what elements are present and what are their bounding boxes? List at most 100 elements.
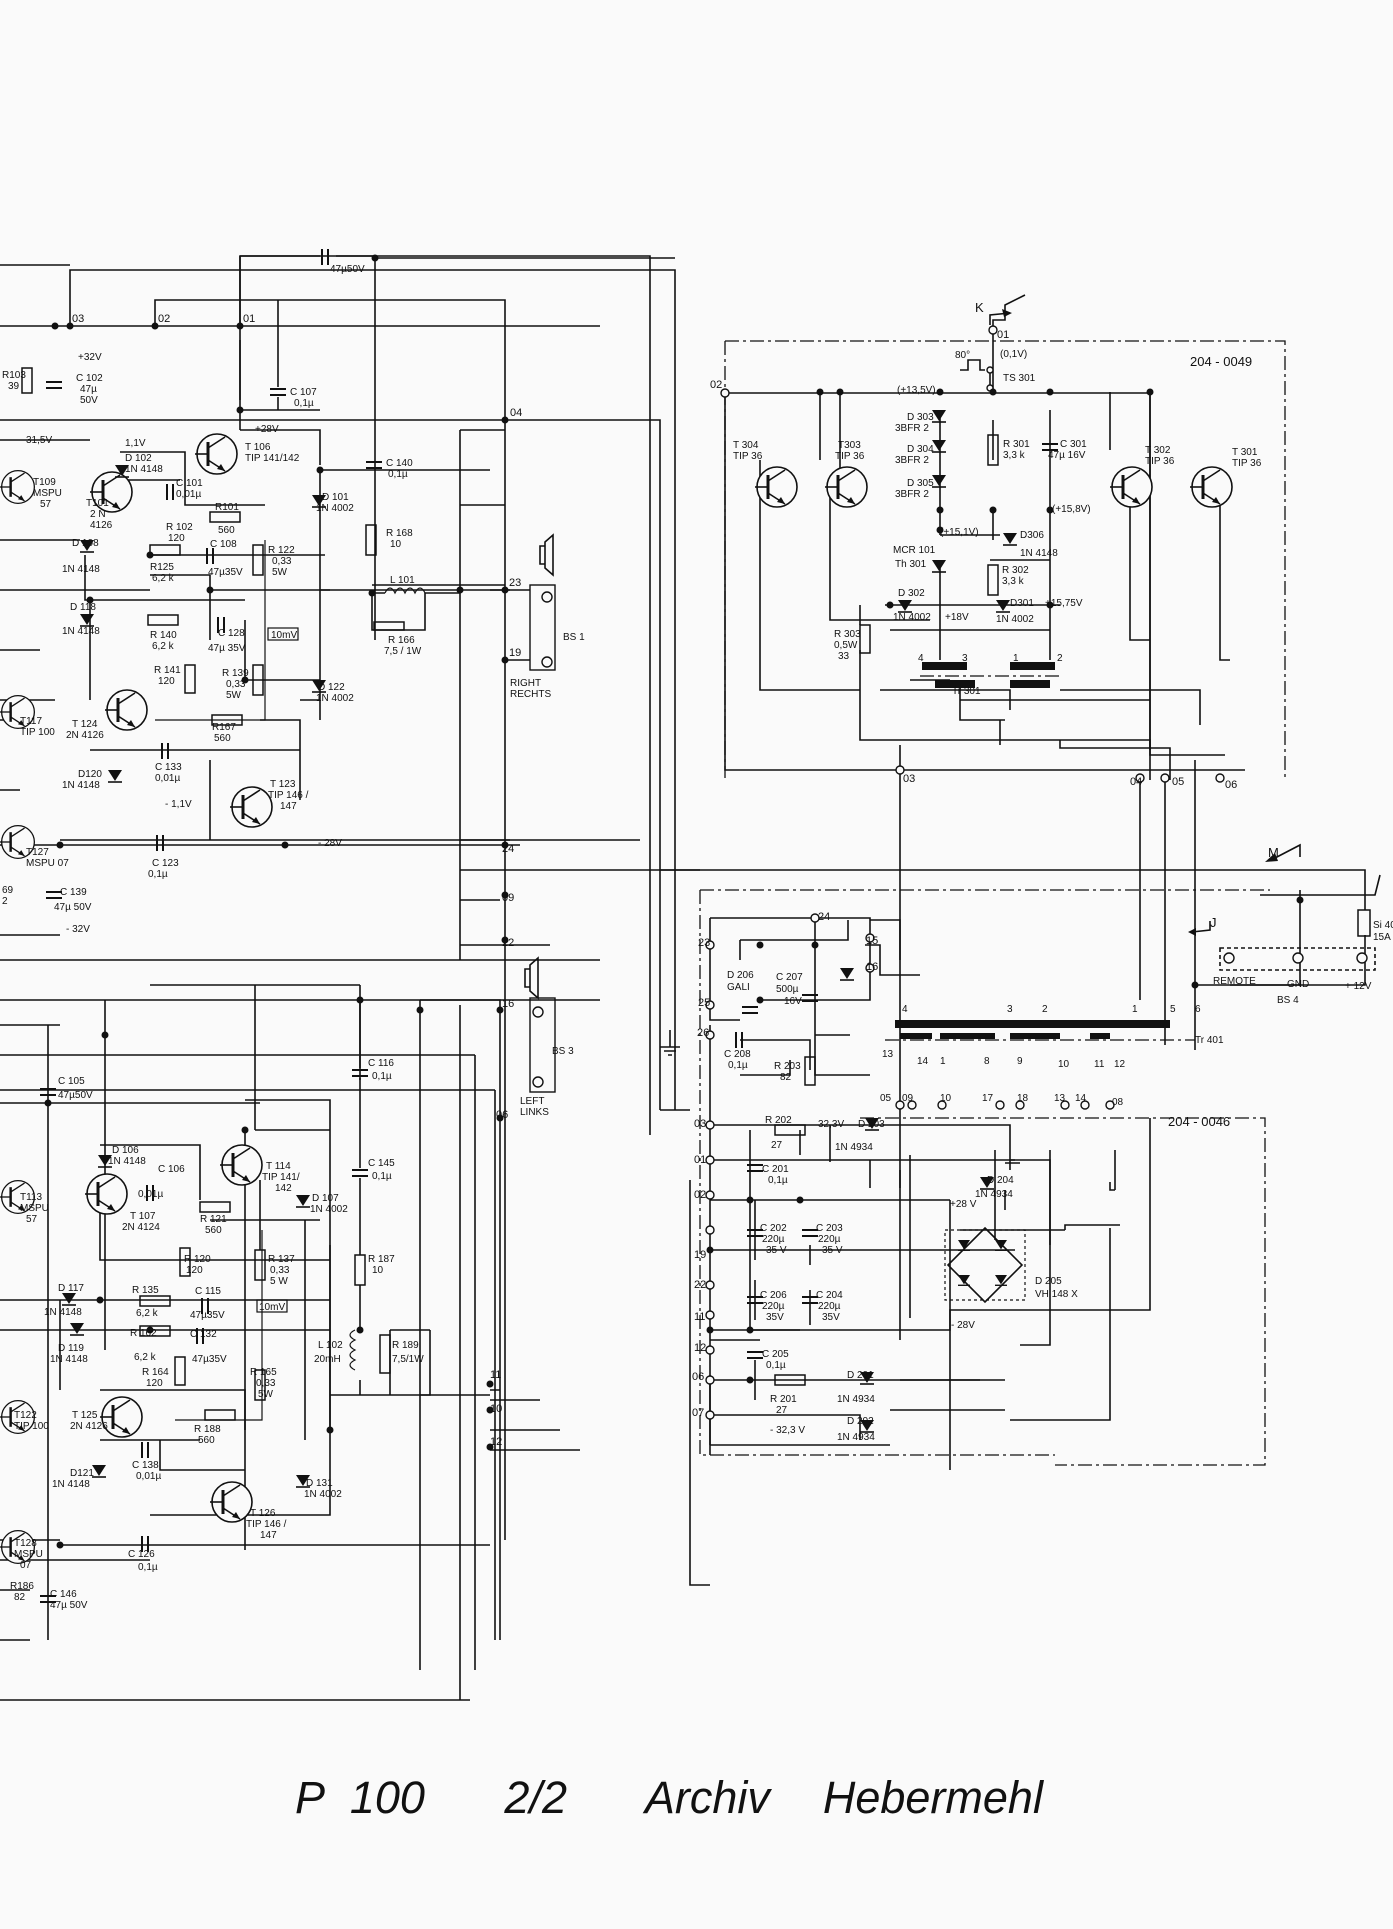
label-plus12v: + 12V <box>1345 981 1372 992</box>
label-j: J <box>1210 915 1217 930</box>
label-80deg: 80° <box>955 350 970 361</box>
label-tr401-mid-12: 12 <box>1114 1059 1126 1070</box>
label-c105: C 105 <box>58 1076 85 1087</box>
label-k: K <box>975 300 984 315</box>
conn-19: 19 <box>509 647 521 659</box>
label-r201: R 201 <box>770 1394 797 1405</box>
label-t124: T 124 <box>72 719 98 730</box>
conn-16: 16 <box>502 998 514 1010</box>
label-plus18v: +18V <box>945 612 969 623</box>
label-c146-value: 47µ 50V <box>50 1600 88 1611</box>
label-t123-num: 147 <box>280 801 297 812</box>
label-c107-value: 0,1µ <box>294 398 314 409</box>
label-c101-value: 0,01µ <box>176 489 201 500</box>
label-32v3: 32,3V <box>818 1119 844 1130</box>
label-d122: D 122 <box>318 682 345 693</box>
label-r137: R 137 <box>268 1254 295 1265</box>
label-r303: R 303 <box>834 629 861 640</box>
label-r186: R186 <box>10 1581 34 1592</box>
label-r101-value: 560 <box>218 525 235 536</box>
label-d117-type: 1N 4148 <box>44 1307 82 1318</box>
conn-p06: 06 <box>1225 779 1237 791</box>
label-d204: D 204 <box>987 1175 1014 1186</box>
label-d206: D 206 <box>727 970 754 981</box>
label-d119: D 119 <box>58 1343 84 1354</box>
label-tr301-pin4: 4 <box>918 653 924 664</box>
label-r203-value: 82 <box>780 1072 792 1083</box>
label-t303-type: TIP 36 <box>835 451 865 462</box>
label-c138-value: 0,01µ <box>136 1471 161 1482</box>
label-r103: R103 <box>2 370 26 381</box>
label-c126-value: 0,1µ <box>138 1562 158 1573</box>
label-c145: C 145 <box>368 1158 395 1169</box>
label-t122-type: TIP 100 <box>14 1421 49 1432</box>
label-tr401-mid-11: 11 <box>1094 1059 1105 1070</box>
label-c201-value: 0,1µ <box>768 1175 788 1186</box>
archive-caption: P 100 2/2 Archiv Hebermehl <box>295 1772 1043 1823</box>
label-r164: R 164 <box>142 1367 169 1378</box>
label-c139: C 139 <box>60 887 87 898</box>
label-c107: C 107 <box>290 387 317 398</box>
label-t301-type: TIP 36 <box>1232 458 1262 469</box>
label-r102-value: 120 <box>168 533 185 544</box>
conn-q25: 25 <box>698 997 710 1009</box>
label-t128-num: 07 <box>20 1560 32 1571</box>
label-r139: R 139 <box>222 668 249 679</box>
label-c201: C 201 <box>762 1164 789 1175</box>
label-d102-type: 1N 4148 <box>125 464 163 475</box>
label-d206-type: GALI <box>727 982 750 993</box>
label-minus28v: - 28V <box>318 838 342 849</box>
label-d106: D 106 <box>112 1145 139 1156</box>
label-t123-type: TIP 146 / <box>268 790 309 801</box>
label-r135-value: 6,2 k <box>136 1308 159 1319</box>
label-pin-13: 13 <box>1054 1093 1066 1104</box>
label-r164-value: 120 <box>146 1378 163 1389</box>
label-pin-05: 05 <box>880 1093 892 1104</box>
label-r302-value: 3,3 k <box>1002 576 1025 587</box>
label-r162-value: 6,2 k <box>134 1352 157 1363</box>
label-r187: R 187 <box>368 1254 395 1265</box>
label-r102: R 102 <box>166 522 193 533</box>
conn-q03: 03 <box>694 1118 706 1130</box>
label-d305: D 305 <box>907 478 934 489</box>
label-t117-type: TIP 100 <box>20 727 55 738</box>
label-d117: D 117 <box>58 1283 84 1294</box>
label-tr301-pin2: 2 <box>1057 653 1063 664</box>
label-t123: T 123 <box>270 779 296 790</box>
label-d101-type: 1N 4002 <box>316 503 354 514</box>
label-c106: C 106 <box>158 1164 185 1175</box>
label-r141-value: 120 <box>158 676 175 687</box>
label-c128-value: 47µ 35V <box>208 643 246 654</box>
label-r162: R 162 <box>130 1328 157 1339</box>
label-c115-value: 47µ35V <box>190 1310 225 1321</box>
label-r125-value: 6,2 k <box>152 573 175 584</box>
label-r188: R 188 <box>194 1424 221 1435</box>
label-minus1v1: - 1,1V <box>165 799 192 810</box>
conn-q23: 23 <box>698 937 710 949</box>
conn-10: 10 <box>490 1403 502 1415</box>
label-c205-value: 0,1µ <box>766 1360 786 1371</box>
label-d118-type: 1N 4148 <box>62 626 100 637</box>
label-d302-type: 1N 4002 <box>893 612 931 623</box>
label-r302: R 302 <box>1002 565 1029 576</box>
label-c133-value: 0,01µ <box>155 773 180 784</box>
label-r189-value: 7,5/1W <box>392 1354 424 1365</box>
label-31v5: 31,5V <box>26 435 52 446</box>
label-pin-17: 17 <box>982 1093 994 1104</box>
label-t101-num: 4126 <box>90 520 113 531</box>
label-pin-10: 10 <box>940 1093 952 1104</box>
label-r122-power: 5W <box>272 567 288 578</box>
label-d202-type: 1N 4934 <box>837 1432 875 1443</box>
label-c123: C 123 <box>152 858 179 869</box>
label-r201-value: 27 <box>776 1405 788 1416</box>
left-channel-amplifier: 16 06 11 10 12 C 105 47µ50V C 116 0,1µ B… <box>0 934 600 1701</box>
label-r140-value: 6,2 k <box>152 641 175 652</box>
label-d107: D 107 <box>312 1193 339 1204</box>
label-t106: T 106 <box>245 442 271 453</box>
label-r168: R 168 <box>386 528 413 539</box>
conn-12: 12 <box>490 1436 502 1448</box>
label-c105-value: 47µ50V <box>58 1090 93 1101</box>
label-t109-type: MSPU <box>33 488 62 499</box>
label-c115: C 115 <box>195 1286 221 1297</box>
label-tr401: Tr 401 <box>1195 1035 1224 1046</box>
